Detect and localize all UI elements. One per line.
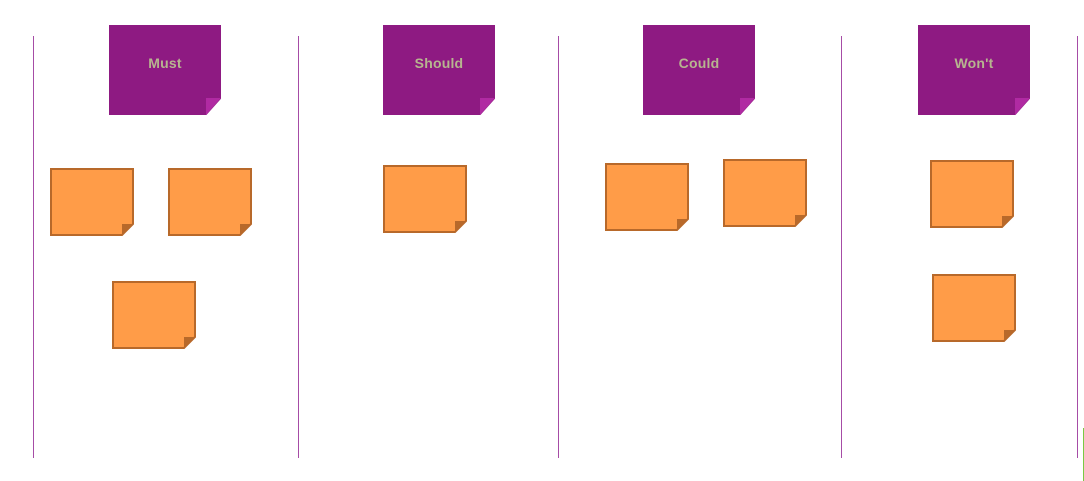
folded-corner-icon [1002,216,1013,227]
sticky-note-icon [383,165,467,233]
column-header-wont[interactable]: Won't [918,25,1030,115]
column-header-label: Could [678,55,720,71]
folded-corner-icon [184,337,195,348]
sticky-note-icon [605,163,689,231]
column-divider [33,36,34,458]
folded-corner-icon [206,98,221,115]
column-header-label: Won't [954,55,994,71]
sticky-note-should-1[interactable] [383,165,467,233]
column-divider [1077,36,1078,458]
folded-corner-icon [795,215,806,226]
sticky-note-wont-1[interactable] [930,160,1014,228]
column-header-must[interactable]: Must [109,25,221,115]
folded-corner-icon [740,98,755,115]
sticky-note-must-3[interactable] [112,281,196,349]
sticky-note-wont-2[interactable] [932,274,1016,342]
column-header-label: Should [414,55,464,71]
column-header-label: Must [148,55,182,71]
sticky-note-could-2[interactable] [723,159,807,227]
column-divider [558,36,559,458]
folded-corner-icon [240,224,251,235]
sticky-note-must-2[interactable] [168,168,252,236]
column-divider [841,36,842,458]
folded-corner-icon [480,98,495,115]
sticky-note-icon [50,168,134,236]
column-header-should[interactable]: Should [383,25,495,115]
column-header-could[interactable]: Could [643,25,755,115]
folded-corner-icon [1015,98,1030,115]
folded-corner-icon [455,221,466,232]
sticky-note-icon [932,274,1016,342]
sticky-note-icon [930,160,1014,228]
sticky-note-must-1[interactable] [50,168,134,236]
sticky-note-icon [112,281,196,349]
folded-corner-icon [122,224,133,235]
folded-corner-icon [677,219,688,230]
column-divider [298,36,299,458]
sticky-note-could-1[interactable] [605,163,689,231]
folded-corner-icon [1004,330,1015,341]
sticky-note-icon [723,159,807,227]
sticky-note-icon [168,168,252,236]
